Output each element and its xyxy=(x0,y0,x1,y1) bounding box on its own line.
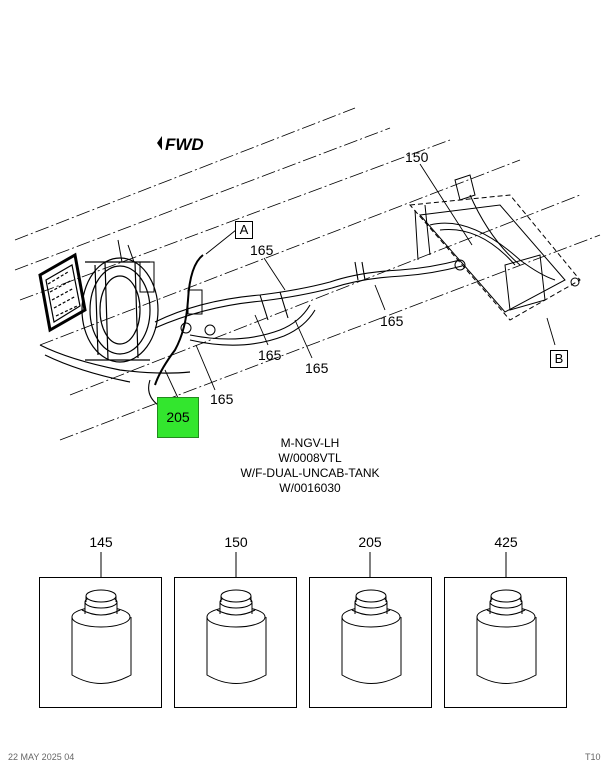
fwd-arrow-icon: FWD xyxy=(157,135,204,154)
config-note-line: W/F-DUAL-UNCAB-TANK xyxy=(240,466,380,480)
footer-right: T10 xyxy=(585,752,601,762)
part-number-205: 205 xyxy=(358,534,382,550)
part-card-425[interactable] xyxy=(444,577,567,708)
tank-cylinder xyxy=(38,252,191,383)
part-card-150[interactable] xyxy=(174,577,297,708)
part-number-150: 150 xyxy=(224,534,248,550)
callout-205-highlight[interactable]: 205 xyxy=(157,397,199,438)
part-card-205[interactable] xyxy=(309,577,432,708)
callout-165-top: 165 xyxy=(250,242,274,258)
view-label-a: A xyxy=(235,221,253,239)
config-note-line: W/0016030 xyxy=(279,481,341,495)
callout-150: 150 xyxy=(405,149,429,165)
adhesive-can-icon xyxy=(341,589,402,684)
svg-text:FWD: FWD xyxy=(165,135,204,154)
part-number-425: 425 xyxy=(494,534,518,550)
callout-165-low: 165 xyxy=(305,360,329,376)
callout-165-mid: 165 xyxy=(258,347,282,363)
footer-left: 22 MAY 2025 04 xyxy=(8,752,75,762)
callout-165-right: 165 xyxy=(380,313,404,329)
config-notes: M-NGV-LH W/0008VTL W/F-DUAL-UNCAB-TANK W… xyxy=(215,436,405,496)
part-leaders xyxy=(100,552,507,577)
config-note-line: W/0008VTL xyxy=(278,451,342,465)
part-card-145[interactable] xyxy=(39,577,162,708)
exploded-diagram: FWD xyxy=(14,107,601,441)
callout-165-bottom: 165 xyxy=(210,391,234,407)
adhesive-can-icon xyxy=(206,589,267,684)
adhesive-can-icon xyxy=(476,589,537,684)
right-assembly xyxy=(408,174,581,321)
config-note-line: M-NGV-LH xyxy=(280,436,340,450)
adhesive-can-icon xyxy=(71,589,132,684)
view-label-b: B xyxy=(550,350,568,368)
part-number-145: 145 xyxy=(89,534,113,550)
